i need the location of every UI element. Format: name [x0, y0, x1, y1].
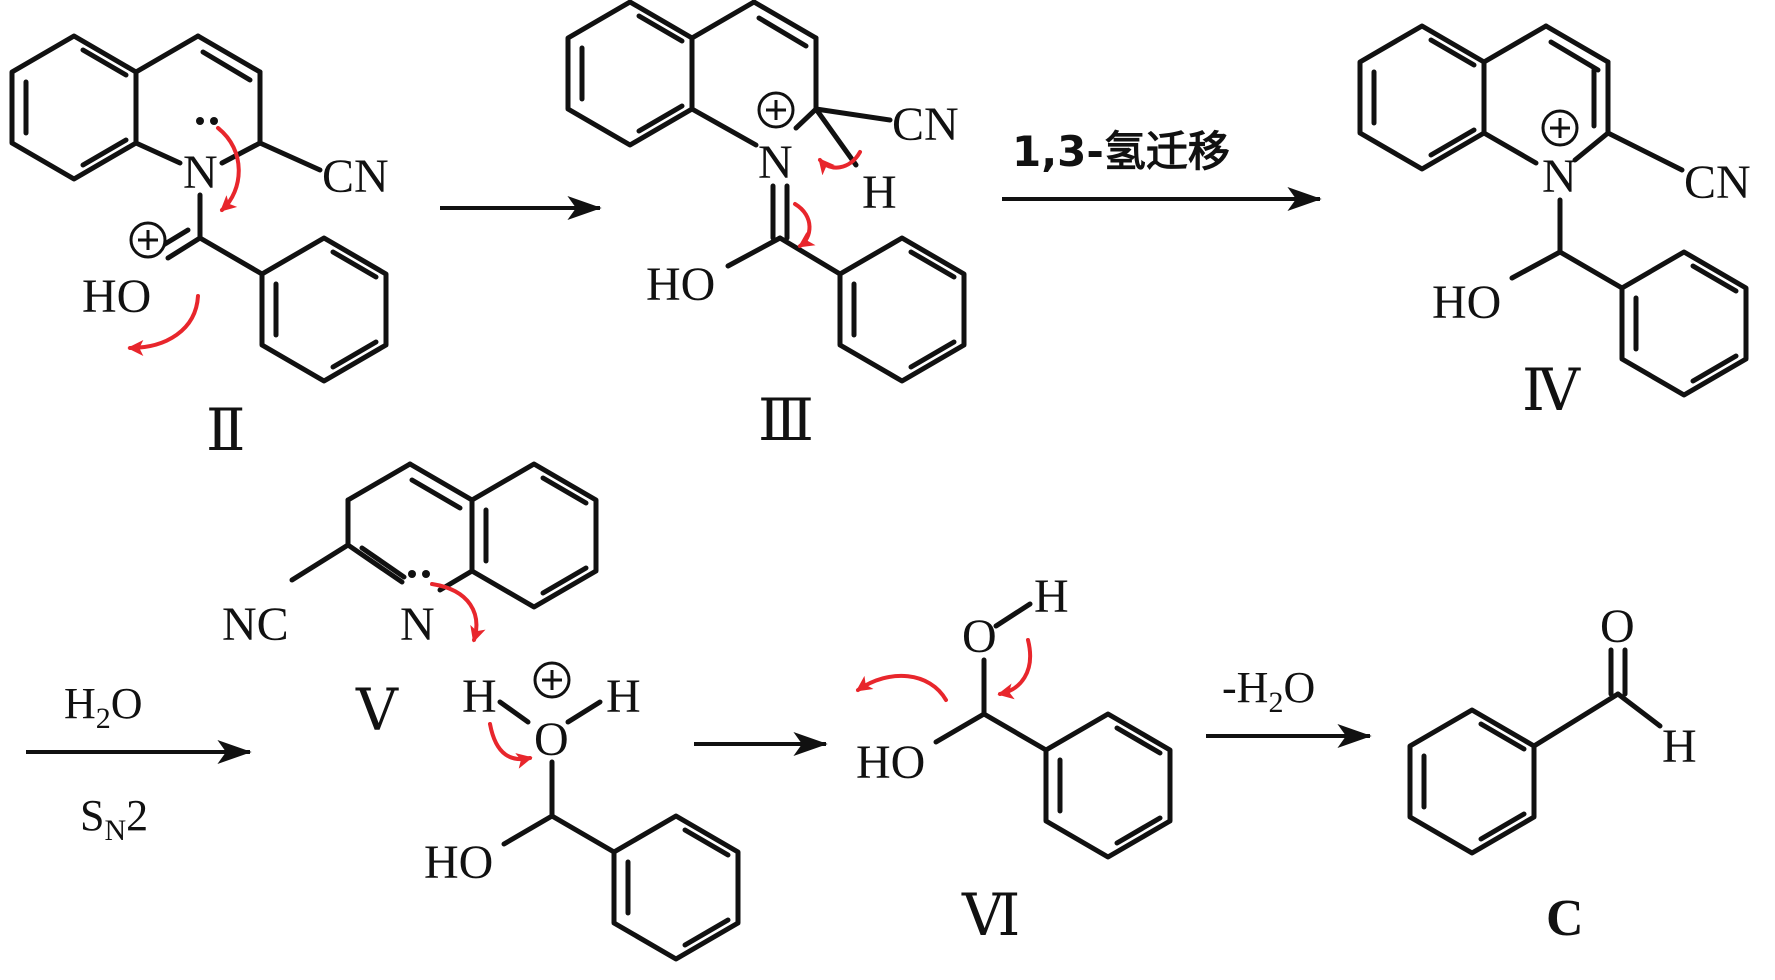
atom-O-oxonium: O [534, 713, 569, 766]
atom-H-C: H [1662, 720, 1697, 773]
atom-H-right: H [606, 670, 641, 723]
atom-CN-III: CN [892, 98, 959, 151]
atom-N-V: N [400, 598, 435, 651]
benzo-ring-V [469, 461, 599, 610]
phenyl-ring-C [1407, 707, 1537, 856]
condition-hydrogen-shift: 1,3-氢迁移 [1012, 127, 1230, 176]
atom-CN-IV: CN [1684, 156, 1751, 209]
compound-label-IV: Ⅳ [1522, 358, 1581, 423]
atom-O-C: O [1600, 600, 1635, 653]
condition-sn2: SN2 [80, 791, 148, 847]
atom-N-II: N [183, 146, 218, 199]
compound-label-III: Ⅲ [758, 388, 814, 453]
atom-H-III: H [862, 166, 897, 219]
positive-charge-icon [533, 661, 571, 699]
electron-arrow-icon [793, 202, 816, 248]
electron-arrow-icon [818, 150, 862, 176]
atom-HO-III: HO [646, 258, 715, 311]
compound-label-C: C [1546, 890, 1584, 947]
compound-label-VI: Ⅵ [961, 883, 1020, 948]
condition-dehydration: -H2O [1222, 663, 1315, 719]
atom-N-III: N [758, 136, 793, 189]
benzo-ring-III [565, 0, 695, 148]
phenyl-ring-IV [1619, 249, 1749, 398]
oxonium-intermediate: H O H HO [424, 661, 741, 962]
product-C: O H C [1407, 600, 1697, 947]
electron-arrow-icon [855, 673, 948, 702]
atom-HO-II: HO [82, 270, 151, 323]
compound-II: N CN HO Ⅱ [9, 33, 389, 463]
benzo-ring-II [9, 33, 139, 182]
electron-arrow-icon [216, 126, 241, 212]
compound-VI: H O HO Ⅵ [855, 570, 1173, 948]
atom-HO-oxonium: HO [424, 836, 493, 889]
electron-arrow-icon [997, 638, 1032, 700]
positive-charge-icon [757, 91, 795, 129]
compound-IV: N CN HO Ⅳ [1357, 23, 1751, 423]
positive-charge-icon [1541, 109, 1579, 147]
positive-charge-icon [129, 221, 167, 259]
atom-O-VI: O [962, 610, 997, 663]
phenyl-ring-VI [1043, 711, 1173, 860]
atom-H-VI: H [1034, 570, 1069, 623]
atom-NC-V: NC [222, 598, 289, 651]
atom-CN-II: CN [322, 150, 389, 203]
phenyl-ring-oxonium [611, 813, 741, 962]
atom-H-left: H [462, 670, 497, 723]
atom-N-IV: N [1542, 150, 1577, 203]
electron-arrow-icon [430, 582, 486, 643]
atom-HO-VI: HO [856, 736, 925, 789]
compound-label-II: Ⅱ [206, 398, 245, 463]
atom-HO-IV: HO [1432, 276, 1501, 329]
condition-water: H2O [64, 679, 143, 735]
electron-arrow-icon [488, 722, 533, 769]
benzo-ring-IV [1357, 23, 1487, 172]
compound-label-V: Ⅴ [355, 678, 399, 743]
electron-arrow-icon [127, 294, 200, 356]
phenyl-ring-III [837, 235, 967, 384]
compound-III: N CN H HO Ⅲ [565, 0, 967, 453]
compound-V: NC N Ⅴ [222, 461, 599, 743]
phenyl-ring-II [259, 235, 389, 384]
